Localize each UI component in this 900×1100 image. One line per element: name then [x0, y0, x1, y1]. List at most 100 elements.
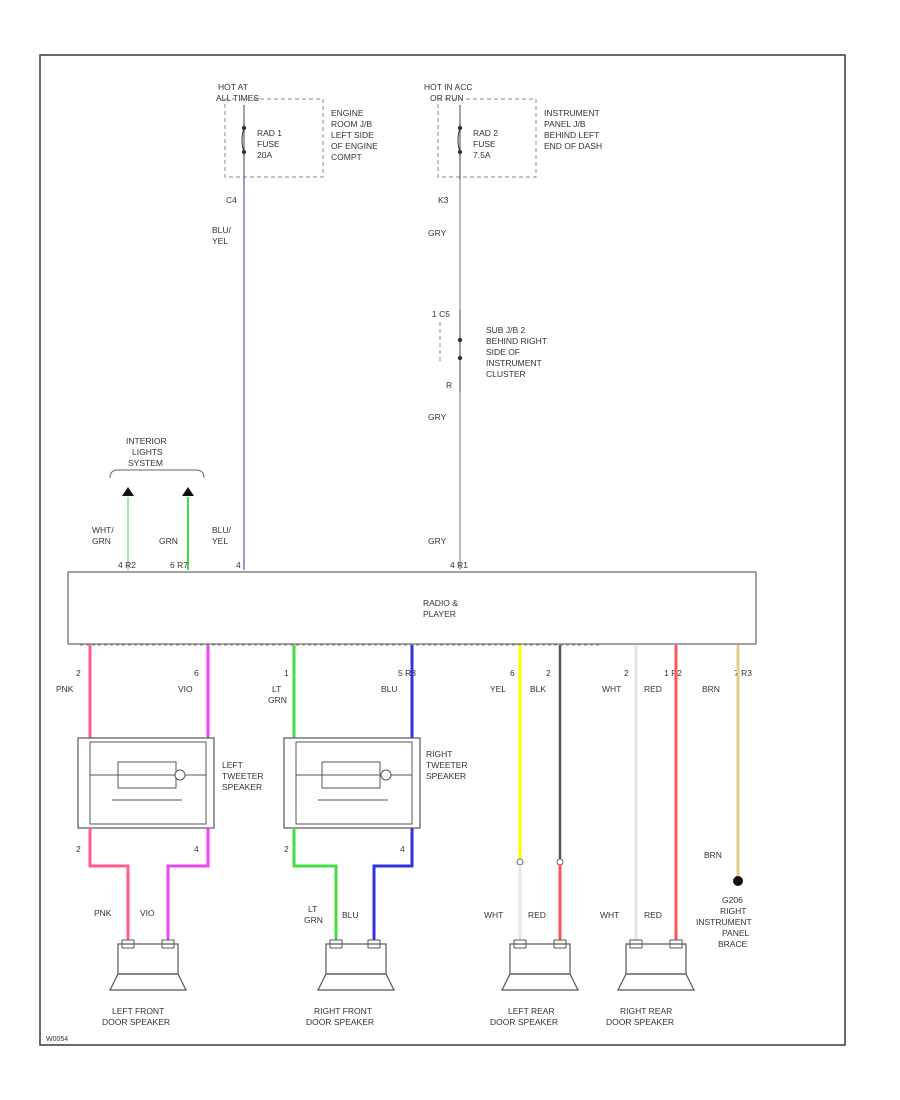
fuse-left-loc-0: ENGINE [331, 108, 364, 118]
fuse-left-hot: HOT AT [218, 82, 248, 92]
fuse-right-loc-0: INSTRUMENT [544, 108, 600, 118]
fuse-rad1-block: HOT AT ALL TIMES RAD 1 FUSE 20A ENGINE R… [216, 82, 378, 205]
tweeter-left-label-2: SPEAKER [222, 782, 262, 792]
fuse-left-loc-3: OF ENGINE [331, 141, 378, 151]
wire-label-wht-grn-1: GRN [92, 536, 111, 546]
out-wire-blk: BLK [530, 684, 546, 694]
wire-label-wht-grn-0: WHT/ [92, 525, 114, 535]
fuse-right-loc-2: BEHIND LEFT [544, 130, 599, 140]
rf-speaker-label-0: RIGHT FRONT [314, 1006, 372, 1016]
out-wire-grn: GRN [268, 695, 287, 705]
interior-arrow-right [182, 487, 194, 496]
fuse-left-name: RAD 1 [257, 128, 282, 138]
out-pin-brn: 7 R3 [734, 668, 752, 678]
sub-jb-loc-4: CLUSTER [486, 369, 526, 379]
wire-lt-grn-lower [292, 828, 338, 940]
lf-speaker-label-1: DOOR SPEAKER [102, 1017, 170, 1027]
fuse-right-pin: K3 [438, 195, 449, 205]
out-wire-red: RED [644, 684, 662, 694]
out-wire-brn: BRN [702, 684, 720, 694]
rf-speaker-label-1: DOOR SPEAKER [306, 1017, 374, 1027]
interior-label-0: INTERIOR [126, 436, 167, 446]
ground-label-0: G206 [722, 895, 743, 905]
lf-wire-pnk: PNK [94, 908, 112, 918]
fuse-right-type: FUSE [473, 139, 496, 149]
fuse-right-loc-1: PANEL J/B [544, 119, 586, 129]
radio-top-pin-3: 4 R1 [450, 560, 468, 570]
fuse-left-type: FUSE [257, 139, 280, 149]
ground-g206 [733, 876, 743, 886]
right-front-door-speaker: RIGHT FRONT DOOR SPEAKER [306, 939, 395, 1027]
fuse-right-name: RAD 2 [473, 128, 498, 138]
out-wire-blu: BLU [381, 684, 398, 694]
out-wire-lt: LT [272, 684, 281, 694]
out-pin-yel: 6 [510, 668, 515, 678]
engine-room-jb-outline [224, 98, 324, 178]
radio-top-pin-2: 4 [236, 560, 241, 570]
out-pin-red: 1 R2 [664, 668, 682, 678]
interior-lights-system: INTERIOR LIGHTS SYSTEM [109, 436, 205, 496]
right-tweeter-speaker: RIGHT TWEETER SPEAKER 2 4 [283, 737, 468, 854]
tweeter-left-pin-1: 4 [194, 844, 199, 854]
lf-wire-vio: VIO [140, 908, 155, 918]
wire-label-blu-yel-bottom-1: YEL [212, 536, 228, 546]
rr-speaker-label-0: RIGHT REAR [620, 1006, 672, 1016]
tweeter-left-pin-0: 2 [76, 844, 81, 854]
sub-jb-pin-top: 1 C5 [432, 309, 450, 319]
sub-jb-loc-2: SIDE OF [486, 347, 520, 357]
tweeter-right-label-2: SPEAKER [426, 771, 466, 781]
fuse-left-rating: 20A [257, 150, 272, 160]
fuse-right-rating: 7.5A [473, 150, 491, 160]
splice-yel-wht [516, 858, 524, 866]
right-rear-door-speaker: RIGHT REAR DOOR SPEAKER [606, 939, 695, 1027]
tweeter-right-label-0: RIGHT [426, 749, 452, 759]
sub-jb-loc-1: BEHIND RIGHT [486, 336, 547, 346]
fuse-left-loc-4: COMPT [331, 152, 362, 162]
wire-vio-lower [166, 828, 210, 940]
fuse-left-pin: C4 [226, 195, 237, 205]
out-pin-vio: 6 [194, 668, 199, 678]
splice-blk-red [556, 858, 564, 866]
ground-wire-brn: BRN [704, 850, 722, 860]
lr-speaker-label-1: DOOR SPEAKER [490, 1017, 558, 1027]
rr-wire-wht: WHT [600, 910, 619, 920]
sub-jb-loc-3: INSTRUMENT [486, 358, 542, 368]
out-pin-pnk: 2 [76, 668, 81, 678]
rr-wire-red: RED [644, 910, 662, 920]
out-wire-vio: VIO [178, 684, 193, 694]
radio-player-box [67, 571, 757, 645]
rf-wire-lt: LT [308, 904, 317, 914]
ground-label-1: RIGHT [720, 906, 746, 916]
wire-label-blu-yel-top-1: YEL [212, 236, 228, 246]
left-rear-door-speaker: LEFT REAR DOOR SPEAKER [490, 939, 579, 1027]
wire-pnk-lower [88, 828, 130, 940]
wire-label-blu-yel-top-0: BLU/ [212, 225, 232, 235]
sub-jb-2: 1 C5 R SUB J/B 2 BEHIND RIGHT SIDE OF IN… [432, 309, 547, 392]
out-pin-wht: 2 [624, 668, 629, 678]
tweeter-right-label-1: TWEETER [426, 760, 468, 770]
left-front-door-speaker: LEFT FRONT DOOR SPEAKER [102, 939, 187, 1027]
lr-wire-wht: WHT [484, 910, 503, 920]
tweeter-left-label-1: TWEETER [222, 771, 264, 781]
footer-code: W0054 [46, 1036, 68, 1043]
instrument-panel-jb-outline [437, 98, 537, 178]
fuse-rad2-block: HOT IN ACC OR RUN RAD 2 FUSE 7.5A INSTRU… [424, 82, 602, 205]
ground-label-3: PANEL [722, 928, 750, 938]
rf-wire-grn: GRN [304, 915, 323, 925]
tweeter-right-pin-1: 4 [400, 844, 405, 854]
tweeter-right-pin-0: 2 [284, 844, 289, 854]
out-wire-yel: YEL [490, 684, 506, 694]
interior-label-1: LIGHTS [132, 447, 163, 457]
out-wire-pnk: PNK [56, 684, 74, 694]
rr-speaker-label-1: DOOR SPEAKER [606, 1017, 674, 1027]
fuse-right-hot2: OR RUN [430, 93, 464, 103]
rf-wire-blu: BLU [342, 910, 359, 920]
sub-jb-pin-bottom: R [446, 380, 452, 390]
out-pin-lt-grn: 1 [284, 668, 289, 678]
out-pin-blk: 2 [546, 668, 551, 678]
wire-label-gry-mid: GRY [428, 412, 447, 422]
lr-wire-red: RED [528, 910, 546, 920]
radio-top-pin-0: 4 R2 [118, 560, 136, 570]
radio-label-1: PLAYER [423, 609, 456, 619]
